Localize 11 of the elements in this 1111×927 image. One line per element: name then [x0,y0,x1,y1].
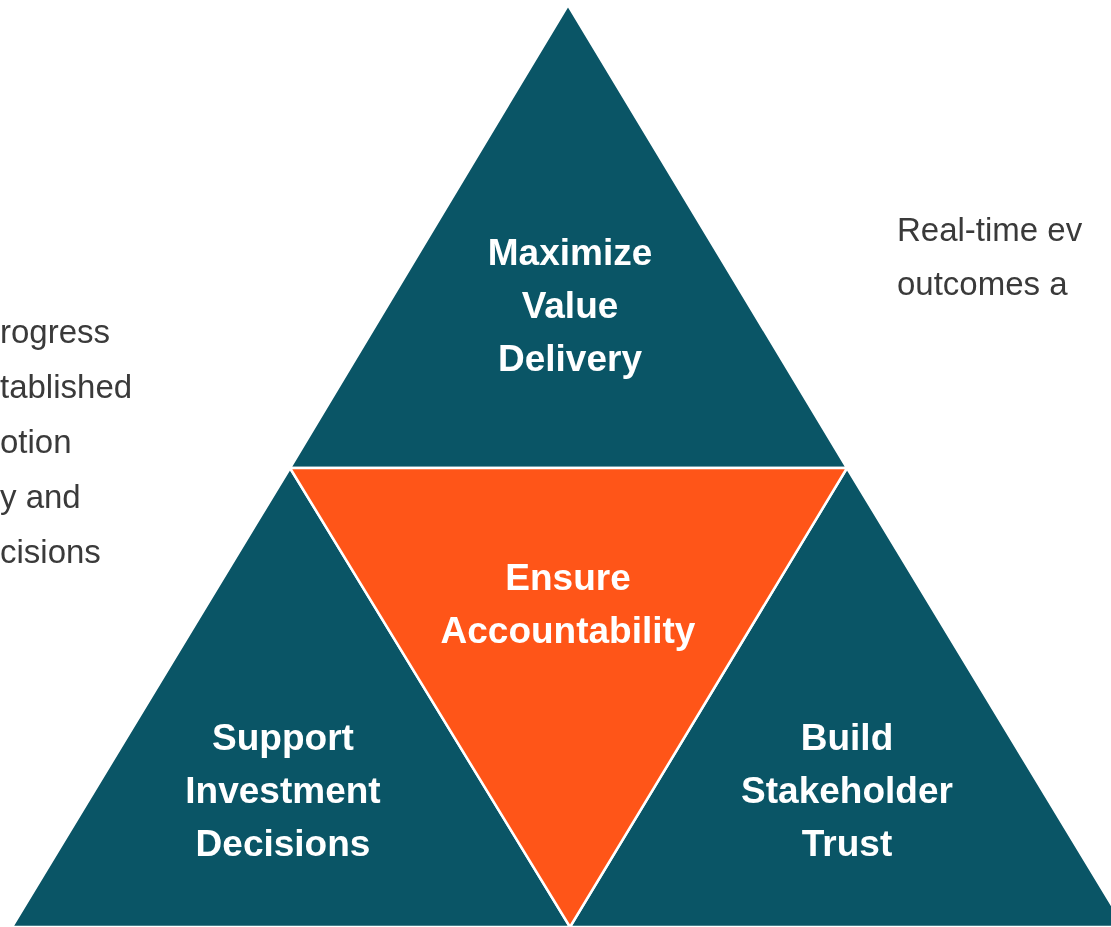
side-text: Real-time ev [897,210,1083,250]
side-text: outcomes a [897,264,1068,304]
side-text: y and [0,477,81,517]
triangle-label: Support Investment Decisions [184,715,382,866]
side-text: cisions [0,532,101,572]
side-text: tablished [0,367,133,407]
side-text: rogress [0,312,111,352]
side-text: otion [0,422,72,462]
triangle-label: Maximize Value Delivery [486,230,654,381]
triangle-label: Build Stakeholder Trust [740,715,954,866]
triangle-label: Ensure Accountability [439,556,697,653]
